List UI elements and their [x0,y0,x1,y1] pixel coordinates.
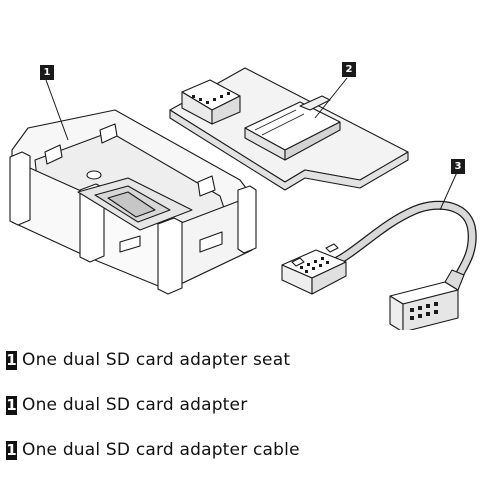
callout-cable: 3 [451,159,465,174]
seat-leader-line [45,79,69,141]
callout-seat: 1 [40,65,54,80]
legend-text: One dual SD card adapter [22,395,248,415]
legend-number-badge: 1 [6,440,17,460]
legend-item-adapter: 1 One dual SD card adapter [6,394,247,416]
legend-item-cable: 1 One dual SD card adapter cable [6,439,300,461]
legend-number-badge: 1 [6,350,17,370]
adapter-board-drawing [169,67,409,191]
parts-illustration [9,67,477,330]
cable-leader-line [439,169,459,211]
adapter-leader-line [314,77,348,119]
adapter-cable-drawing [281,200,477,330]
callout-adapter: 2 [342,62,356,77]
legend-number-badge: 1 [6,395,17,415]
legend-item-seat: 1 One dual SD card adapter seat [6,349,290,371]
adapter-seat-drawing [9,109,257,295]
legend-text: One dual SD card adapter seat [22,350,291,370]
legend-text: One dual SD card adapter cable [22,440,300,460]
